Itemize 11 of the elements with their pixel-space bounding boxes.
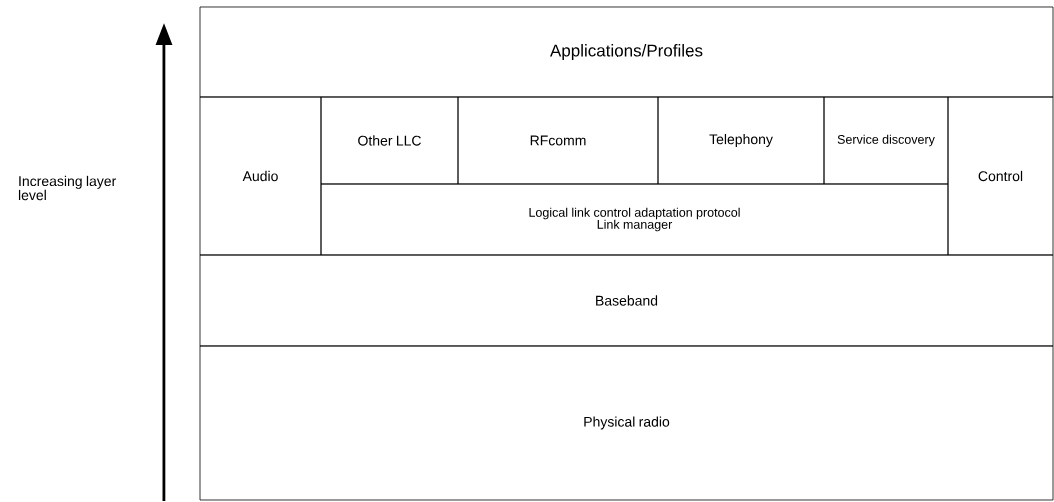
layer-box: Service discovery bbox=[823, 96, 949, 185]
layer-box: Other LLC bbox=[320, 96, 459, 185]
layer-box: Audio bbox=[199, 96, 322, 256]
axis-label: Increasing layer level bbox=[18, 175, 117, 201]
layer-box: RFcomm bbox=[457, 96, 659, 185]
layer-box: Control bbox=[947, 96, 1054, 256]
layer-box: Physical radio bbox=[199, 345, 1054, 501]
layer-box: Logical link control adaptation protocol Link manager bbox=[320, 183, 949, 256]
layer-box: Applications/Profiles bbox=[199, 6, 1054, 98]
layer-box: Baseband bbox=[199, 254, 1054, 347]
layer-box: Telephony bbox=[657, 96, 825, 185]
